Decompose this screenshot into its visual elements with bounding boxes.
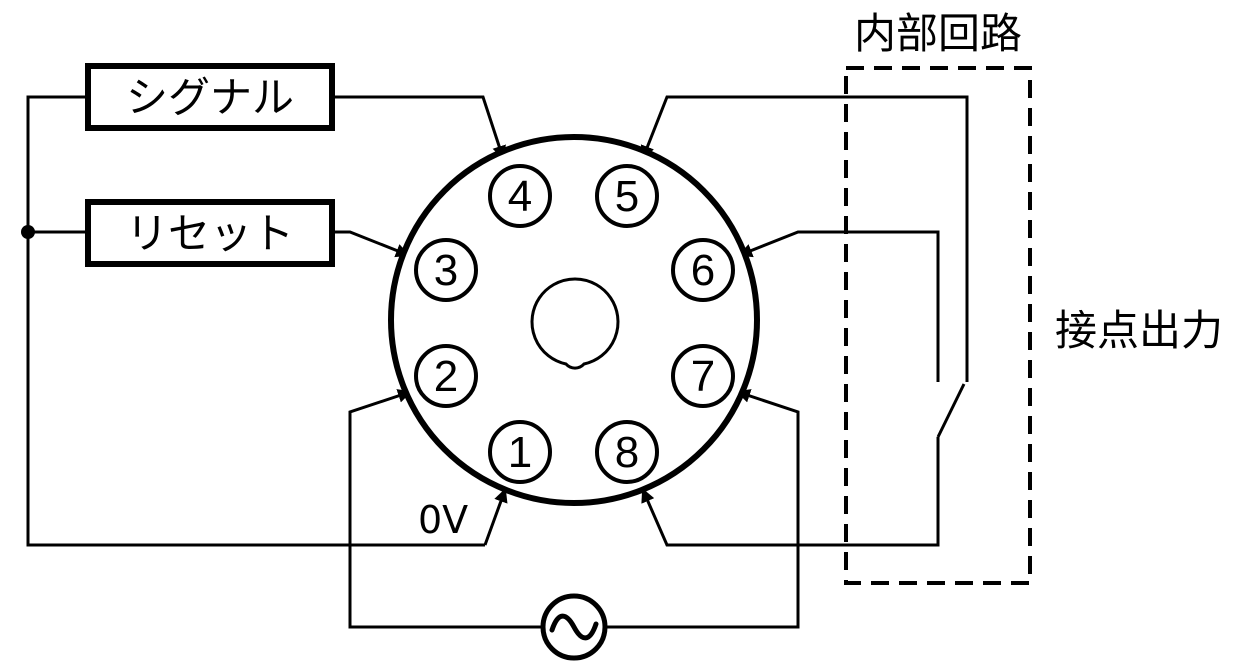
pin-6: 6 (671, 238, 735, 302)
wire-to-pin-3 (332, 230, 410, 258)
center-key (530, 277, 620, 370)
pin-5: 5 (595, 164, 659, 228)
pin-3-label: 3 (434, 246, 458, 295)
pin-5-label: 5 (615, 172, 639, 221)
wire-to-pin-1 (483, 488, 508, 546)
pin-1-label: 1 (508, 428, 532, 477)
pin-3: 3 (414, 238, 478, 302)
wire-to-pin-6 (738, 230, 940, 382)
ac-source-icon (540, 593, 608, 661)
junction-dot (21, 225, 35, 239)
pin-8: 8 (595, 420, 659, 484)
wire-to-pin-4 (332, 95, 506, 160)
pin-4-label: 4 (508, 172, 532, 221)
pin-2-label: 2 (434, 352, 458, 401)
wire-to-pin-5 (640, 95, 969, 382)
pin-7-label: 7 (691, 352, 715, 401)
relay-contact-icon (936, 383, 966, 438)
wire-to-pin-7 (605, 389, 800, 629)
contact-output-label: 接点出力 (1055, 306, 1223, 355)
pin-7: 7 (671, 344, 735, 408)
pin-8-label: 8 (615, 428, 639, 477)
common-bus-wire (26, 95, 485, 547)
reset-label: リセット (126, 209, 294, 258)
pin-2: 2 (414, 344, 478, 408)
internal-circuit-box (844, 66, 1032, 585)
internal-circuit-label: 内部回路 (854, 9, 1022, 58)
pin-4: 4 (488, 164, 552, 228)
zero-volt-label: 0V (418, 498, 468, 542)
signal-label: シグナル (126, 73, 294, 122)
pin-6-label: 6 (691, 246, 715, 295)
wire-to-pin-2 (348, 389, 543, 629)
pin-1: 1 (488, 420, 552, 484)
wire-to-pin-8 (641, 437, 940, 547)
